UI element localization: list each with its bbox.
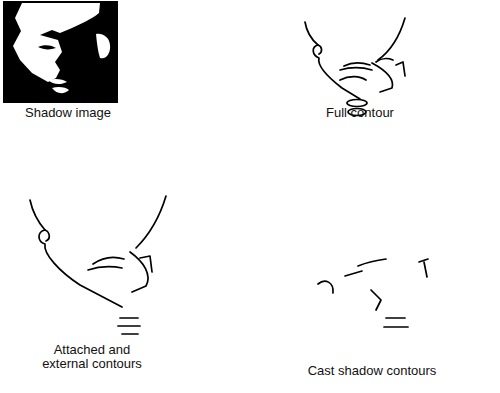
lit-face-region [13,3,100,82]
shadow-image [3,1,118,103]
lit-chin [52,87,69,93]
cast-shadow-contours [318,259,428,327]
lit-eye-region [96,34,110,58]
panel-caption: Cast shadow contours [282,364,462,378]
eye-shadow [38,45,56,49]
panel-caption: Shadow image [3,106,133,120]
panel-caption: Full contour [290,106,430,120]
lit-mouth [48,79,67,84]
shadow-ground [3,1,118,103]
attached-external-contours [30,196,166,334]
panel-caption: Attached and external contours [35,343,150,372]
full-contour [305,18,405,116]
